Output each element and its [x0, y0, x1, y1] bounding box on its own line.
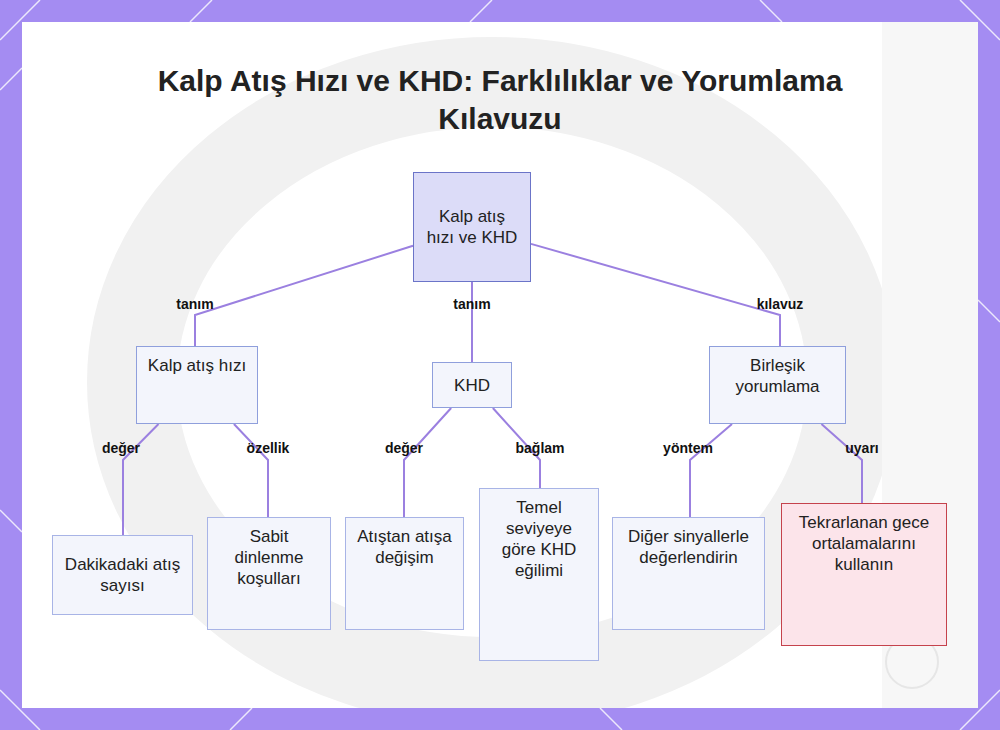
edge-label: değer	[102, 440, 140, 456]
connector-line	[690, 424, 732, 517]
edge-label: tanım	[453, 296, 490, 312]
edge-label: kılavuz	[757, 296, 804, 312]
node-text: Temel seviyeye göre KHD eğilimi	[489, 497, 589, 581]
edge-label: özellik	[247, 440, 290, 456]
diagram-title: Kalp Atış Hızı ve KHD: Farklılıklar ve Y…	[150, 62, 850, 138]
connector-line	[404, 408, 451, 517]
concept-box: Birleşik yorumlama	[709, 346, 846, 424]
node-text: Tekrarlanan gece ortalamalarını kullanın	[791, 512, 937, 575]
edge-label: tanım	[176, 296, 213, 312]
edge-label: değer	[385, 440, 423, 456]
root-box: Kalp atış hızı ve KHD	[413, 172, 531, 282]
concept-box: Atıştan atışa değişim	[345, 517, 464, 630]
connector-line	[234, 424, 268, 517]
node-text: Diğer sinyallerle değerlendirin	[622, 526, 755, 568]
concept-box: KHD	[432, 362, 512, 408]
concept-box: Sabit dinlenme koşulları	[207, 517, 331, 630]
concept-box: Kalp atış hızı	[136, 346, 258, 424]
node-text: Sabit dinlenme koşulları	[217, 526, 321, 589]
concept-box: Temel seviyeye göre KHD eğilimi	[479, 488, 599, 661]
connector-line	[531, 244, 780, 346]
node-text: Atıştan atışa değişim	[355, 526, 454, 568]
edge-label: yöntem	[663, 440, 713, 456]
concept-box: Dakikadaki atış sayısı	[52, 535, 193, 615]
edge-label: uyarı	[845, 440, 878, 456]
node-text: Kalp atış hızı	[148, 355, 246, 376]
concept-box: Diğer sinyallerle değerlendirin	[612, 517, 765, 630]
edge-label: bağlam	[515, 440, 564, 456]
connector-line	[195, 246, 413, 346]
warning-box: Tekrarlanan gece ortalamalarını kullanın	[781, 503, 947, 646]
node-text: Dakikadaki atış sayısı	[62, 554, 183, 596]
node-text: Birleşik yorumlama	[719, 355, 836, 397]
node-text: Kalp atış hızı ve KHD	[423, 206, 521, 248]
connector-line	[821, 424, 862, 503]
node-text: KHD	[454, 375, 490, 396]
connector-line	[471, 282, 473, 362]
